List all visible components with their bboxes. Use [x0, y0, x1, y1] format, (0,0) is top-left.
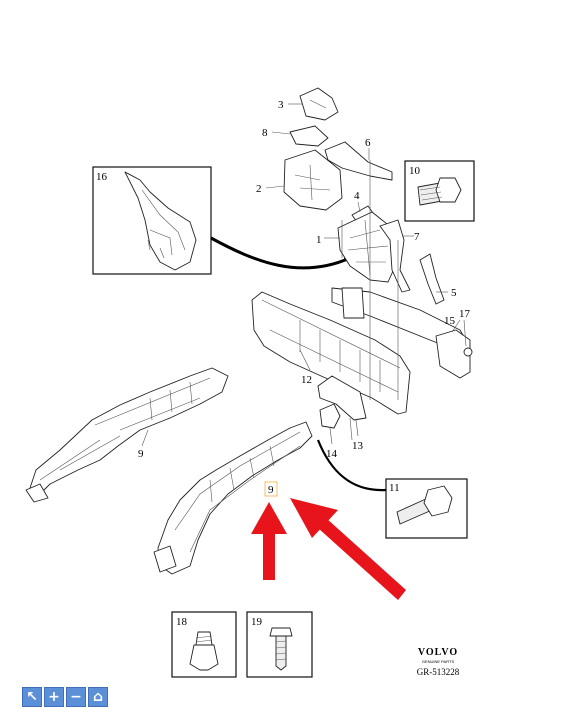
zoom-in-icon[interactable]: + [44, 687, 64, 707]
part-3 [299, 87, 339, 121]
callout-14: 14 [326, 448, 338, 460]
part-7 [379, 219, 411, 293]
part-15 [331, 287, 471, 379]
callout-12: 12 [301, 374, 312, 386]
callout-leaders [141, 103, 467, 447]
part-5 [419, 253, 445, 305]
callout-11: 11 [389, 482, 400, 494]
callout-2: 2 [256, 183, 262, 195]
callout-13: 13 [352, 440, 364, 452]
part-13 [317, 375, 367, 421]
callout-labels: 1 2 3 4 5 6 7 8 9 9 10 11 12 13 14 15 16… [96, 99, 471, 628]
callout-15: 15 [444, 315, 456, 327]
callout-16: 16 [96, 171, 108, 183]
detail-box-18 [171, 611, 237, 678]
callout-3: 3 [278, 99, 284, 111]
part-1 [337, 211, 399, 283]
part-14 [319, 403, 341, 429]
diagram-reference: GR-513228 [416, 667, 460, 677]
home-icon[interactable]: ⌂ [88, 687, 108, 707]
callout-4: 4 [354, 190, 360, 202]
part-6 [324, 141, 393, 181]
callout-9-left: 9 [138, 448, 144, 460]
part-12 [251, 291, 411, 415]
callout-5: 5 [451, 287, 457, 299]
part-17 [463, 347, 473, 357]
callout-9-right: 9 [268, 484, 274, 496]
highlight-box [264, 481, 278, 497]
guide-lines [341, 160, 399, 441]
brand-subtitle: GENUINE PARTS [421, 659, 455, 664]
frame-rail-right [153, 421, 313, 575]
detail-box-19 [246, 611, 313, 678]
viewer-toolbar: ↖ + − ⌂ [22, 687, 108, 707]
detail-box-16 [92, 166, 212, 275]
red-arrow-vertical [251, 502, 287, 580]
part-8 [289, 125, 329, 147]
red-arrow-diagonal [290, 498, 406, 600]
callout-19: 19 [251, 616, 263, 628]
leader-16 [210, 236, 351, 270]
frame-rail-left [25, 367, 229, 503]
callout-7: 7 [414, 231, 420, 243]
callout-1: 1 [316, 234, 322, 246]
part-2 [283, 149, 343, 211]
callout-6: 6 [365, 137, 371, 149]
callout-10: 10 [409, 165, 421, 177]
callout-18: 18 [176, 616, 188, 628]
brand-logo: VOLVO [417, 647, 459, 658]
callout-17: 17 [459, 308, 471, 320]
zoom-out-icon[interactable]: − [66, 687, 86, 707]
detail-box-11 [385, 478, 468, 539]
detail-box-10 [404, 160, 475, 222]
pointer-icon[interactable]: ↖ [22, 687, 42, 707]
leader-11 [316, 439, 387, 492]
callout-8: 8 [262, 127, 268, 139]
